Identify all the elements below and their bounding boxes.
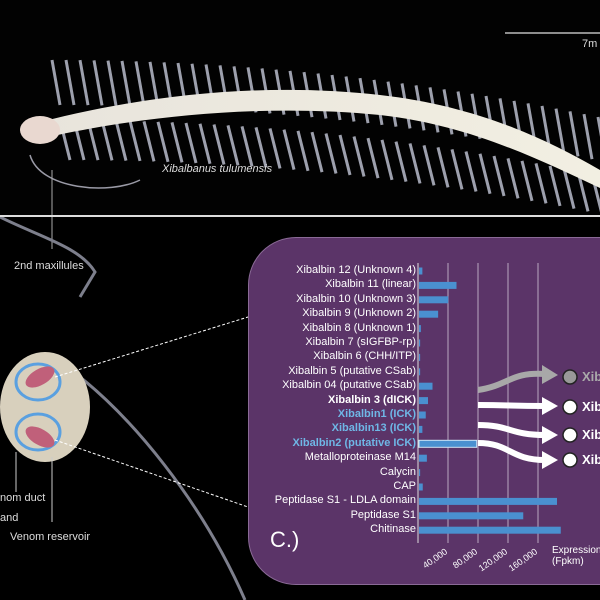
marker-white (562, 399, 578, 415)
bar (419, 411, 426, 419)
category-label: Chitinase (370, 523, 416, 536)
panel-label: C.) (270, 527, 300, 552)
annotation-gland: and (0, 512, 19, 524)
x-tick-label: 160,000 (507, 546, 539, 573)
bar (419, 425, 423, 433)
category-label: Xibalbin1 (ICK) (337, 408, 416, 420)
x-tick-label: 40,000 (421, 546, 449, 570)
divider (0, 215, 600, 217)
x-axis-title: Expression(Fpkm) (552, 545, 600, 567)
marker-grey (562, 369, 578, 385)
category-label: Xibalbin 6 (CHH/ITP) (313, 350, 416, 363)
scale-bar-label: 7m (582, 38, 598, 50)
bar (419, 382, 433, 390)
x-axis-title-line2: (Fpkm) (552, 556, 584, 567)
bar (419, 296, 449, 304)
marker-white (562, 452, 578, 468)
annotation-maxillules: 2nd maxillules (14, 260, 84, 272)
bar (419, 512, 524, 520)
category-label: Peptidase S1 - LDLA domain (274, 494, 416, 507)
category-label: Xibalbin 5 (putative CSab) (288, 364, 416, 377)
bar (419, 353, 421, 361)
category-label: Peptidase S1 (350, 508, 416, 521)
x-axis-title-line1: Expression (552, 545, 600, 556)
right-label: Xib (582, 369, 600, 384)
bar (419, 454, 427, 462)
category-label: Xibalbin 8 (Unknown 1) (302, 321, 416, 334)
right-label: Xib (582, 452, 600, 467)
category-label: Xibalbin 7 (sIGFBP-rp) (305, 336, 416, 348)
right-label: Xib (582, 399, 600, 414)
category-label: Metalloproteinase M14 (304, 451, 416, 464)
category-label: Xibalbin 3 (dICK) (328, 393, 416, 406)
bar (419, 339, 421, 347)
bar (419, 397, 428, 405)
category-label: Xibalbin 12 (Unknown 4) (296, 264, 416, 276)
category-label: Xibalbin13 (ICK) (331, 422, 416, 435)
x-tick-label: 80,000 (451, 546, 479, 570)
marker-white (562, 427, 578, 443)
x-tick-label: 120,000 (477, 546, 509, 573)
category-label: Xibalbin 9 (Unknown 2) (302, 307, 416, 320)
category-label: Calycin (379, 465, 416, 478)
worm-illustration (20, 32, 600, 215)
arrows (477, 365, 578, 469)
category-label: Xibalbin 11 (linear) (325, 278, 416, 291)
category-label: Xibalbin 04 (putative CSab) (282, 379, 416, 392)
bar (419, 281, 457, 289)
bar (419, 469, 421, 477)
head-illustration (0, 217, 249, 600)
bar (418, 439, 478, 448)
species-label: Xibalbanus tulumensis (162, 163, 273, 175)
annotation-venom-reservoir: Venom reservoir (10, 531, 91, 543)
right-label: Xib (582, 427, 600, 442)
worm-photo: Xibalbanus tulumensis 7m (0, 0, 600, 215)
bar (419, 497, 557, 505)
category-label: CAP (393, 480, 416, 492)
category-label: Xibalbin2 (putative ICK) (292, 436, 416, 449)
category-label: Xibalbin 10 (Unknown 3) (296, 292, 416, 305)
bar (419, 267, 423, 275)
bar (419, 325, 421, 333)
bar (419, 483, 423, 491)
annotation-venom-duct: nom duct (0, 492, 46, 504)
bar (419, 526, 561, 534)
bar (419, 310, 439, 318)
bar (419, 368, 421, 376)
